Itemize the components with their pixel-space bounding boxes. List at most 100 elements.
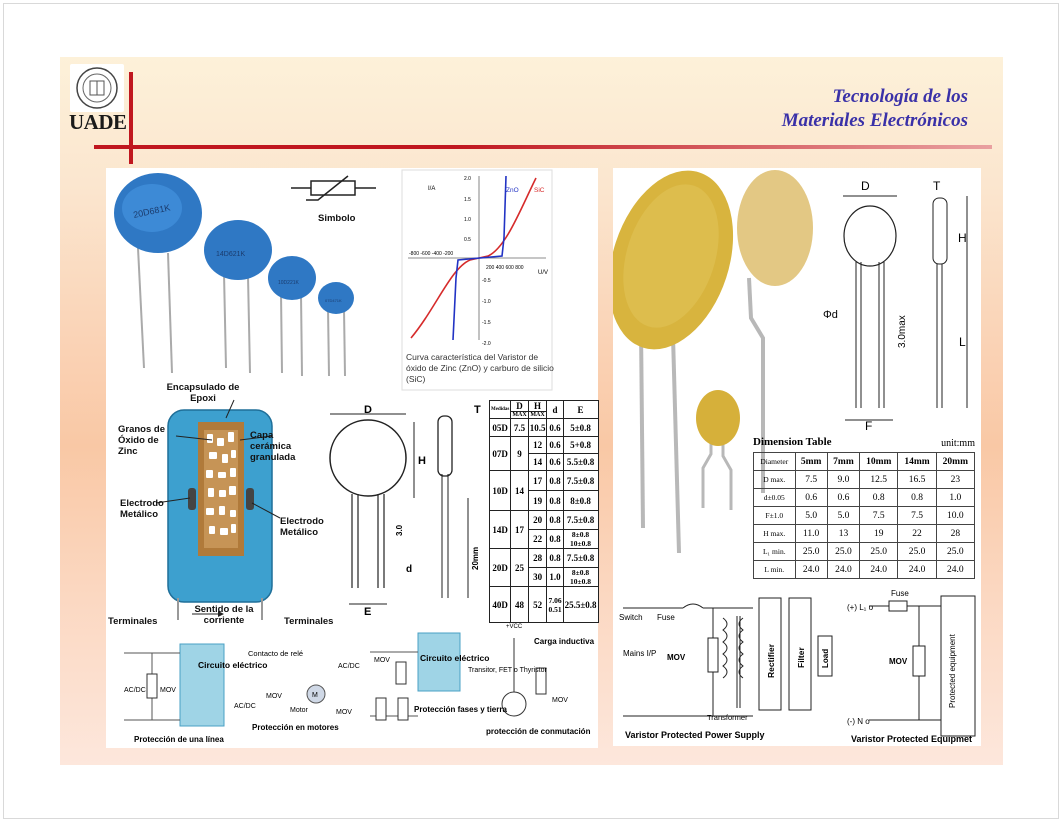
motor-label: Motor: [290, 707, 309, 714]
table-cell: 10.5: [527, 418, 548, 437]
label-capa: Capa cerámica granulada: [250, 430, 296, 463]
table-header: 7mm: [826, 452, 861, 471]
mov-label: MOV: [667, 653, 686, 662]
table-cell: 1.0: [935, 488, 976, 507]
dim-phi-d-label: Φd: [823, 309, 838, 321]
table-cell: 0.8: [546, 529, 564, 549]
fuse-label: Fuse: [891, 589, 909, 598]
varistor-photos: [114, 173, 354, 377]
acdc-label: AC/DC: [234, 703, 256, 710]
table-cell: 0.6: [546, 436, 564, 454]
caption-phases: Protección fases y tierra: [414, 705, 507, 714]
table-cell: 0.8: [546, 548, 564, 568]
dim-max-label: 3.0max: [897, 315, 908, 348]
table-cell: 07D: [488, 436, 512, 471]
mov-label: MOV: [552, 697, 568, 704]
equipment-caption: Varistor Protected Equipmet: [851, 734, 972, 744]
n-terminal-label: (-) N o: [847, 717, 870, 726]
table-cell: 14D: [488, 510, 512, 549]
ptc-dimension-drawing: [843, 195, 968, 421]
motor-symbol-label: M: [312, 692, 318, 699]
table-header: Diameter: [753, 452, 796, 471]
table-cell: 23: [935, 470, 976, 489]
transformer-label: Transformer: [707, 713, 748, 722]
component-label: 14D621K: [216, 251, 246, 258]
table-cell: 14: [527, 453, 548, 471]
dim-e-label: E: [364, 606, 371, 618]
component-label: 10D221K: [278, 280, 300, 286]
table-cell: 5+0.8: [562, 436, 599, 454]
vi-curve-graph: [401, 169, 553, 391]
table-cell: D max.: [753, 470, 796, 489]
vcc-label: +VCC: [506, 624, 523, 630]
mov-label: MOV: [889, 657, 908, 666]
table-cell: L₁ min.: [753, 542, 796, 561]
zinc-oxide-grains: [206, 432, 236, 535]
table-cell: 24.0: [935, 560, 976, 579]
label-encapsulado: Encapsulado de Epoxi: [166, 382, 240, 404]
circuit-block-label: Circuito eléctrico: [420, 653, 489, 663]
table-cell: 8±0.8: [562, 490, 599, 511]
table-cell: 7.5±0.8: [562, 470, 599, 491]
table-header: 10mm: [859, 452, 899, 471]
table-cell: 0.6: [546, 453, 564, 471]
legend-sic: SiC: [534, 187, 545, 194]
relay-contact-label: Contacto de relé: [248, 649, 303, 658]
table-cell: 22: [527, 529, 548, 549]
dim-f-label: F: [865, 419, 872, 433]
label-terminales-right: Terminales: [284, 616, 334, 627]
table-cell: 0.6: [826, 488, 861, 507]
table-cell: 7.5±0.8: [562, 548, 599, 568]
transistor-label: Transitor, FET o Thyristor: [468, 667, 548, 674]
inductive-load-label: Carga inductiva: [534, 637, 595, 646]
table-cell: 28: [527, 548, 548, 568]
table-cell: 7.5: [859, 506, 899, 525]
dimension-drawing: [329, 413, 469, 605]
table-cell: 7.5: [510, 418, 529, 437]
switch-label: Switch: [619, 613, 643, 622]
label-sentido: Sentido de la corriente: [194, 604, 254, 626]
dim-small-d-label: d: [406, 564, 412, 575]
page-border: [3, 3, 1059, 819]
table-row: Medidas D H d E: [488, 400, 599, 419]
table-cell: 25: [510, 548, 529, 587]
caption-motors: Protección en motores: [252, 723, 339, 732]
table-cell: L min.: [753, 560, 796, 579]
table-cell: 28: [935, 524, 976, 543]
y-tick: 2.0: [464, 176, 471, 182]
table-cell: 05D: [488, 418, 512, 437]
table-header: E: [562, 400, 599, 419]
table-cell: 24.0: [897, 560, 937, 579]
title-line-2: Materiales Electrónicos: [781, 110, 968, 131]
table-cell: d±0.05: [753, 488, 796, 507]
dim-t-label: T: [474, 404, 481, 416]
table-subheader: MAX: [510, 411, 529, 419]
varistor-symbol: [291, 175, 376, 201]
dim-h-label: H: [418, 455, 426, 467]
circuit-diagrams: [124, 632, 547, 727]
table-header: d: [546, 400, 564, 419]
table-cell: 10D: [488, 470, 512, 511]
dimension-table: Diameter 5mm 7mm 10mm 14mm 20mm D max.7.…: [753, 452, 976, 579]
mov-label: MOV: [160, 687, 176, 694]
yellow-disc-photos: [608, 170, 813, 554]
table-cell: 24.0: [794, 560, 828, 579]
table-header: 14mm: [897, 452, 937, 471]
table-cell: 0.6: [794, 488, 828, 507]
table-cell: 8±0.8 10±0.8: [562, 567, 599, 587]
table-cell: 5.5±0.8: [562, 453, 599, 471]
x-ticks-positive: 200 400 600 800: [486, 265, 524, 271]
table-cell: 19: [527, 490, 548, 511]
dimension-table-unit: unit:mm: [941, 438, 975, 449]
table-header: Medidas: [488, 400, 512, 419]
table-cell: 9: [510, 436, 529, 471]
caption-switching: protección de conmutación: [486, 727, 591, 736]
logo-text: UADE: [69, 110, 127, 134]
